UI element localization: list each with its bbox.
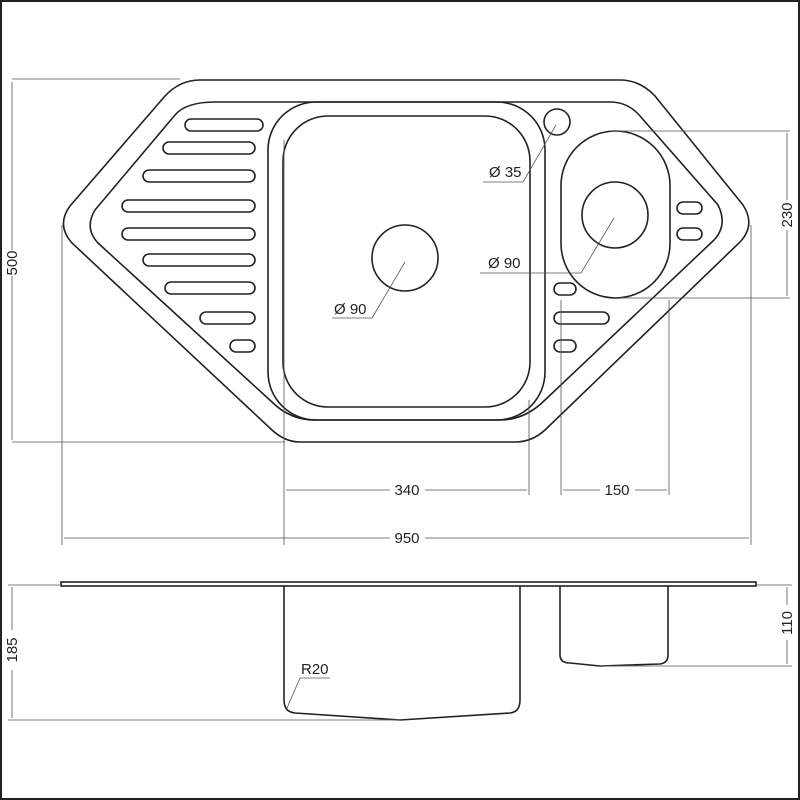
leader-radius xyxy=(286,677,330,709)
side-dimensions xyxy=(8,584,792,721)
main-bowl-rim xyxy=(267,101,546,421)
callout-tap-hole: Ø 35 xyxy=(489,164,522,181)
slot xyxy=(142,169,256,183)
slot xyxy=(553,311,610,325)
sink-outer-outline xyxy=(62,79,750,443)
dim-overall-depth: 500 xyxy=(4,250,21,275)
tap-hole xyxy=(543,108,571,136)
callout-corner-radius: R20 xyxy=(301,661,329,678)
slot xyxy=(199,311,256,325)
leader-tap-hole xyxy=(483,124,557,183)
dim-overall-width: 950 xyxy=(394,530,419,547)
dim-small-bowl-depth: 110 xyxy=(779,611,796,635)
slot xyxy=(164,281,256,295)
slot xyxy=(676,227,703,241)
main-bowl xyxy=(282,115,531,408)
small-drain xyxy=(581,181,649,249)
slot xyxy=(184,118,264,132)
main-drain xyxy=(371,224,439,292)
callout-main-drain: Ø 90 xyxy=(334,301,367,318)
dim-small-bowl-width: 150 xyxy=(604,482,629,499)
drainboard-slots xyxy=(121,118,703,353)
plan-dimensions xyxy=(11,78,790,545)
leader-main-drain xyxy=(332,261,406,319)
slot xyxy=(121,199,256,213)
slot xyxy=(162,141,256,155)
slot xyxy=(142,253,256,267)
sink-inner-outline xyxy=(89,101,723,421)
slot xyxy=(676,201,703,215)
slot xyxy=(553,339,577,353)
slot xyxy=(229,339,256,353)
leader-small-drain xyxy=(480,217,615,274)
plan-view: Ø 90 Ø 35 Ø 90 xyxy=(62,79,750,443)
dim-small-bowl-length: 230 xyxy=(779,202,796,227)
side-view: R20 xyxy=(60,581,757,721)
slot xyxy=(553,282,577,296)
main-bowl-profile xyxy=(283,586,521,721)
dim-main-bowl-depth: 185 xyxy=(4,637,21,662)
dim-main-bowl-width: 340 xyxy=(394,482,419,499)
sink-top-plate xyxy=(60,581,757,587)
slot xyxy=(121,227,256,241)
callout-small-drain: Ø 90 xyxy=(488,255,521,272)
small-bowl-profile xyxy=(559,586,669,667)
